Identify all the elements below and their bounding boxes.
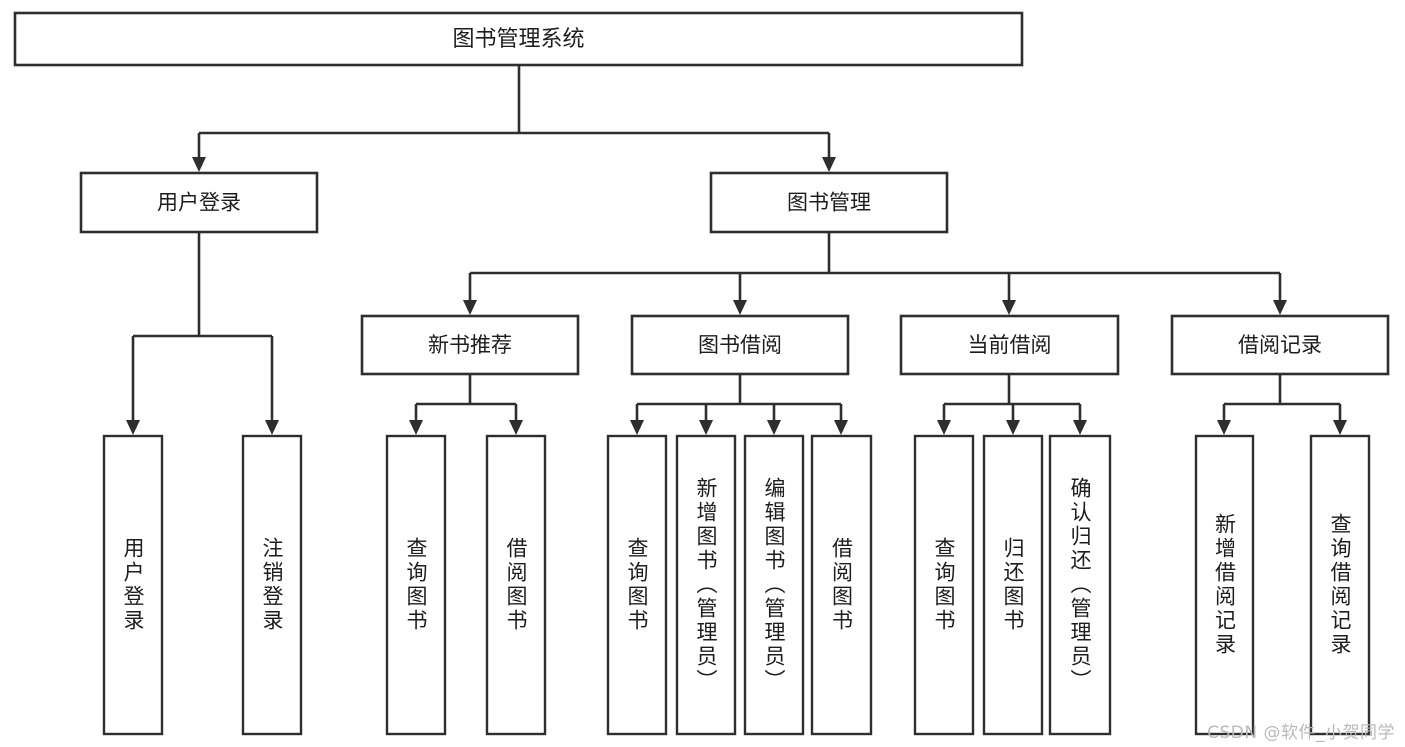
arrow-bb-l2: [699, 420, 713, 435]
node-box-leaf-edit-book-admin[interactable]: [743, 434, 805, 736]
arrow-book-borrow: [733, 300, 747, 315]
arrow-leaf-logout: [265, 420, 279, 435]
node-box-leaf-query-book-recommend[interactable]: [385, 434, 447, 736]
node-box-leaf-user-login[interactable]: [102, 434, 164, 736]
arrow-new-book: [463, 300, 477, 315]
arrow-current-borrow: [1002, 300, 1016, 315]
node-label-new-book-recommend: 新书推荐: [428, 333, 512, 357]
arrow-borrow-record: [1273, 300, 1287, 315]
node-box-leaf-add-borrow-record[interactable]: [1194, 434, 1255, 736]
arrow-br-l2: [1333, 420, 1347, 435]
node-label-book-management: 图书管理: [787, 191, 871, 215]
arrow-book-management: [822, 157, 836, 172]
node-box-leaf-query-borrow-record[interactable]: [1309, 434, 1371, 736]
node-box-leaf-add-book-admin[interactable]: [675, 434, 737, 736]
node-box-root[interactable]: [13, 11, 1024, 67]
node-box-leaf-borrow-book-recommend[interactable]: [485, 434, 547, 736]
node-label-user-login: 用户登录: [157, 191, 241, 215]
arrow-cb-l2: [1006, 420, 1020, 435]
arrow-bb-l3: [767, 420, 781, 435]
node-box-leaf-logout[interactable]: [241, 434, 303, 736]
arrow-heads-group: [126, 157, 1347, 435]
node-box-leaf-borrow-book[interactable]: [810, 434, 873, 736]
node-box-current-borrow[interactable]: [899, 314, 1120, 376]
node-box-book-borrow[interactable]: [630, 314, 850, 376]
arrow-cb-l3: [1073, 420, 1087, 435]
node-label-book-borrow: 图书借阅: [698, 333, 782, 357]
node-boxes-group: [13, 11, 1390, 736]
arrow-cb-l1: [937, 420, 951, 435]
watermark-text: CSDN @软件_小贺同学: [1207, 723, 1395, 743]
node-box-leaf-confirm-return-admin[interactable]: [1048, 434, 1112, 736]
node-box-user-login[interactable]: [79, 171, 319, 234]
node-label-root: 图书管理系统: [452, 27, 584, 52]
node-box-leaf-query-book-borrow[interactable]: [606, 434, 668, 736]
node-box-new-book-recommend[interactable]: [360, 314, 580, 376]
arrow-leaf-user-login: [126, 420, 140, 435]
arrow-bb-l4: [834, 420, 848, 435]
node-box-leaf-query-book-current[interactable]: [913, 434, 975, 736]
arrow-br-l1: [1217, 420, 1231, 435]
arrow-user-login: [192, 157, 206, 172]
node-box-book-management[interactable]: [709, 171, 949, 234]
arrow-nb-l2: [509, 420, 523, 435]
node-label-borrow-record: 借阅记录: [1238, 333, 1322, 357]
node-label-current-borrow: 当前借阅: [968, 333, 1052, 357]
arrow-nb-l1: [409, 420, 423, 435]
node-box-borrow-record[interactable]: [1170, 314, 1390, 376]
node-box-leaf-return-book[interactable]: [982, 434, 1044, 736]
arrow-bb-l1: [630, 420, 644, 435]
